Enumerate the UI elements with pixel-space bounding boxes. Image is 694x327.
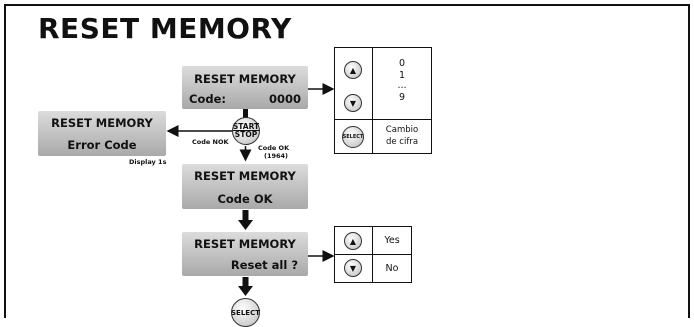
lcd-ok-line2: Code OK [217, 192, 273, 206]
lcd-code-value: 0000 [268, 92, 301, 106]
flow-connectors [166, 83, 335, 296]
arrow-reset-to-select-head [238, 286, 253, 296]
arrow-ok-to-reset-shaft [242, 210, 249, 222]
digit-value-9: 9 [398, 92, 406, 103]
up-arrow-button[interactable]: ▲ [344, 61, 362, 79]
lcd-code-entry: RESET MEMORY Code: 0000 [182, 66, 308, 109]
lcd-code-label: Code: [189, 92, 226, 106]
change-digit-text-line1: Cambio [385, 125, 419, 135]
select-button[interactable]: SELECT [231, 298, 260, 327]
lcd-code-ok: RESET MEMORY Code OK [182, 164, 308, 209]
digit-value-ellipsis: ... [397, 80, 407, 91]
change-digit-text-line2: de cifra [385, 137, 419, 147]
lcd-reset-line1: RESET MEMORY [194, 237, 296, 251]
lcd-error-line1: RESET MEMORY [51, 116, 153, 130]
yes-up-arrow-button[interactable]: ▲ [344, 232, 362, 250]
diagram-frame [4, 4, 690, 318]
arrow-ok-to-reset-head [238, 220, 253, 230]
connector-code-to-start [243, 108, 248, 118]
start-label: START [232, 122, 260, 131]
lcd-code-line1: RESET MEMORY [194, 72, 296, 86]
display-duration-note: Display 1s [129, 158, 167, 166]
digit-selection-box: ▲ ▼ 0 1 ... 9 SELECT Cambio de cifra [334, 47, 432, 154]
digit-value-0: 0 [398, 58, 406, 69]
yes-option: Yes [384, 235, 400, 246]
digit-value-1: 1 [398, 70, 406, 81]
arrow-reset-to-select-shaft [242, 277, 249, 288]
stop-label: STOP [234, 130, 258, 139]
lcd-reset-line2: Reset all ? [230, 258, 298, 272]
lcd-error: RESET MEMORY Error Code [38, 111, 166, 156]
code-nok-label: Code NOK [192, 138, 229, 146]
no-option: No [385, 263, 399, 274]
lcd-ok-line1: RESET MEMORY [194, 169, 296, 183]
down-arrow-button[interactable]: ▼ [344, 94, 362, 112]
code-ok-label: Code OK [258, 144, 290, 152]
lcd-error-line2: Error Code [67, 138, 137, 152]
diagram-title: RESET MEMORY [38, 12, 292, 45]
code-ok-value: (1964) [264, 152, 289, 160]
yes-no-box: ▲ ▼ Yes No [334, 226, 412, 283]
no-down-arrow-button[interactable]: ▼ [344, 259, 362, 277]
lcd-reset-all: RESET MEMORY Reset all ? [182, 232, 308, 276]
select-digit-button[interactable]: SELECT [342, 126, 364, 148]
start-stop-button[interactable]: START STOP [232, 117, 260, 145]
